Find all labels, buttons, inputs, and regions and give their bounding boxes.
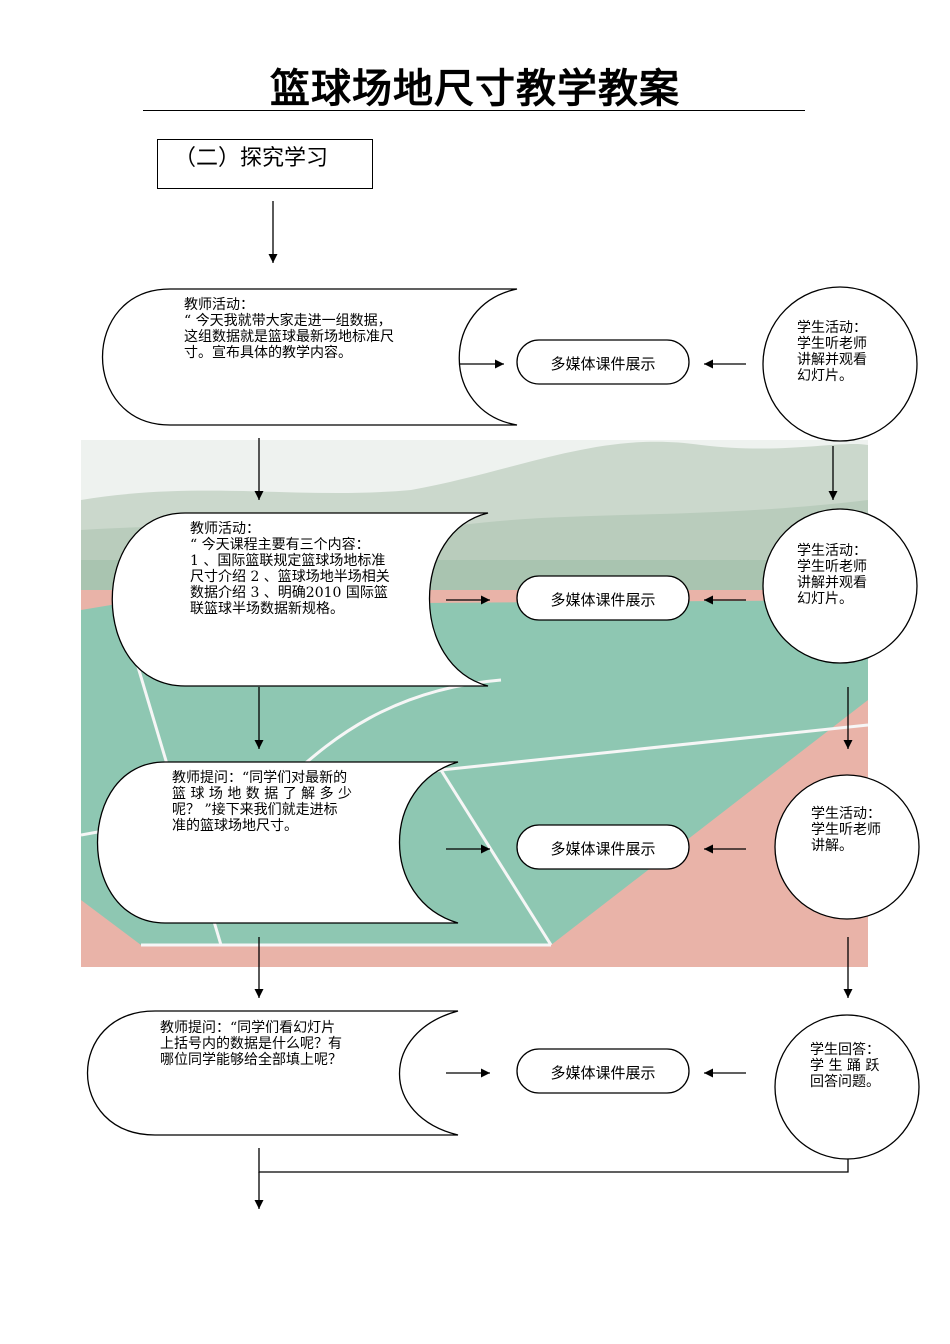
teacher-text-1: 教师活动： “ 今天我就带大家走进一组数据， 这组数据就是篮球最新场地标准尺 寸… [184,297,394,361]
teacher-text-3: 教师提问：“同学们对最新的 篮 球 场 地 数 据 了 解 多 少 呢？ ”接下… [172,770,353,834]
media-label-1: 多媒体课件展示 [550,355,656,373]
student-circle-4 [774,1014,920,1160]
student-circle-1 [762,286,918,442]
teacher-box-3 [97,761,459,924]
media-label-3: 多媒体课件展示 [550,840,656,858]
student-text-1: 学生活动： 学生听老师 讲解并观看 幻灯片。 [797,320,867,384]
teacher-box-1 [101,288,518,426]
media-pill-3 [516,824,690,870]
merge-connector [258,1148,849,1173]
teacher-text-4: 教师提问：“同学们看幻灯片 上括号内的数据是什么呢？有 哪位同学能够给全部填上呢… [160,1020,342,1068]
media-pill-4 [516,1048,690,1094]
student-text-2: 学生活动： 学生听老师 讲解并观看 幻灯片。 [797,543,867,607]
media-pill-2 [516,575,690,621]
section-heading: （二）探究学习 [157,139,373,189]
page-title: 篮球场地尺寸教学教案 [270,65,680,112]
student-text-4: 学生回答： 学 生 踊 跃 回答问题。 [810,1042,880,1090]
teacher-box-2 [111,512,489,687]
media-label-2: 多媒体课件展示 [550,591,656,609]
student-circle-3 [774,774,920,920]
student-circle-2 [762,508,918,664]
teacher-box-4 [86,1010,459,1136]
student-text-3: 学生活动： 学生听老师 讲解。 [811,806,881,854]
media-label-4: 多媒体课件展示 [550,1064,656,1082]
title-underline [143,110,805,111]
media-pill-1 [516,339,690,385]
teacher-text-2: 教师活动： “ 今天课程主要有三个内容： 1 、国际篮联规定篮球场地标准 尺寸介… [190,521,390,617]
